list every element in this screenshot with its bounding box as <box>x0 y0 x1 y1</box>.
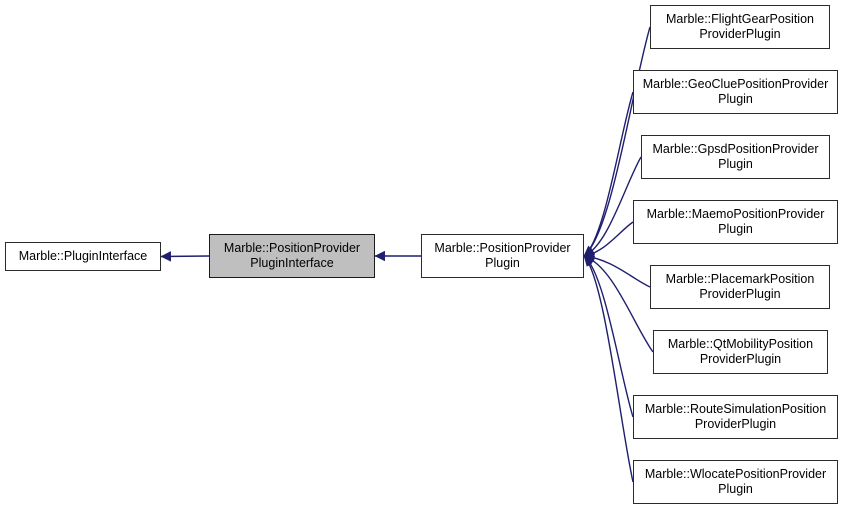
node-label: Marble::PluginInterface <box>18 249 148 263</box>
node-label: Marble::GeoCluePositionProvider Plugin <box>642 77 829 106</box>
edge-qtmobility-position-provider-plugin-to-position-provider-plugin <box>583 254 654 353</box>
node-flightgear-position-provider-plugin[interactable]: Marble::FlightGearPosition ProviderPlugi… <box>650 5 830 49</box>
edge-wlocate-position-provider-plugin-to-position-provider-plugin <box>583 255 634 483</box>
node-label: Marble::PositionProvider PluginInterface <box>223 241 361 270</box>
node-wlocate-position-provider-plugin[interactable]: Marble::WlocatePositionProvider Plugin <box>633 460 838 504</box>
node-placemark-position-provider-plugin[interactable]: Marble::PlacemarkPosition ProviderPlugin <box>650 265 830 309</box>
node-label: Marble::PositionProvider Plugin <box>434 241 571 270</box>
edge-placemark-position-provider-plugin-to-position-provider-plugin <box>583 251 651 288</box>
node-label: Marble::MaemoPositionProvider Plugin <box>646 207 825 236</box>
node-geoclue-position-provider-plugin[interactable]: Marble::GeoCluePositionProvider Plugin <box>633 70 838 114</box>
node-route-simulation-position-provider-plugin[interactable]: Marble::RouteSimulationPosition Provider… <box>633 395 838 439</box>
node-label: Marble::PlacemarkPosition ProviderPlugin <box>665 272 815 301</box>
node-label: Marble::GpsdPositionProvider Plugin <box>652 142 819 171</box>
node-gpsd-position-provider-plugin[interactable]: Marble::GpsdPositionProvider Plugin <box>641 135 830 179</box>
node-plugin-interface[interactable]: Marble::PluginInterface <box>5 242 161 271</box>
node-qtmobility-position-provider-plugin[interactable]: Marble::QtMobilityPosition ProviderPlugi… <box>653 330 828 374</box>
edge-maemo-position-provider-plugin-to-position-provider-plugin <box>583 221 634 260</box>
node-label: Marble::FlightGearPosition ProviderPlugi… <box>666 12 814 41</box>
node-position-provider-plugin[interactable]: Marble::PositionProvider Plugin <box>421 234 584 278</box>
edge-position-provider-plugin-interface-to-plugin-interface <box>160 251 210 262</box>
node-label: Marble::WlocatePositionProvider Plugin <box>644 467 827 496</box>
node-position-provider-plugin-interface[interactable]: Marble::PositionProvider PluginInterface <box>209 234 375 278</box>
edge-route-simulation-position-provider-plugin-to-position-provider-plugin <box>583 255 634 418</box>
node-maemo-position-provider-plugin[interactable]: Marble::MaemoPositionProvider Plugin <box>633 200 838 244</box>
edge-geoclue-position-provider-plugin-to-position-provider-plugin <box>583 91 634 257</box>
node-label: Marble::RouteSimulationPosition Provider… <box>644 402 827 431</box>
node-label: Marble::QtMobilityPosition ProviderPlugi… <box>667 337 814 366</box>
